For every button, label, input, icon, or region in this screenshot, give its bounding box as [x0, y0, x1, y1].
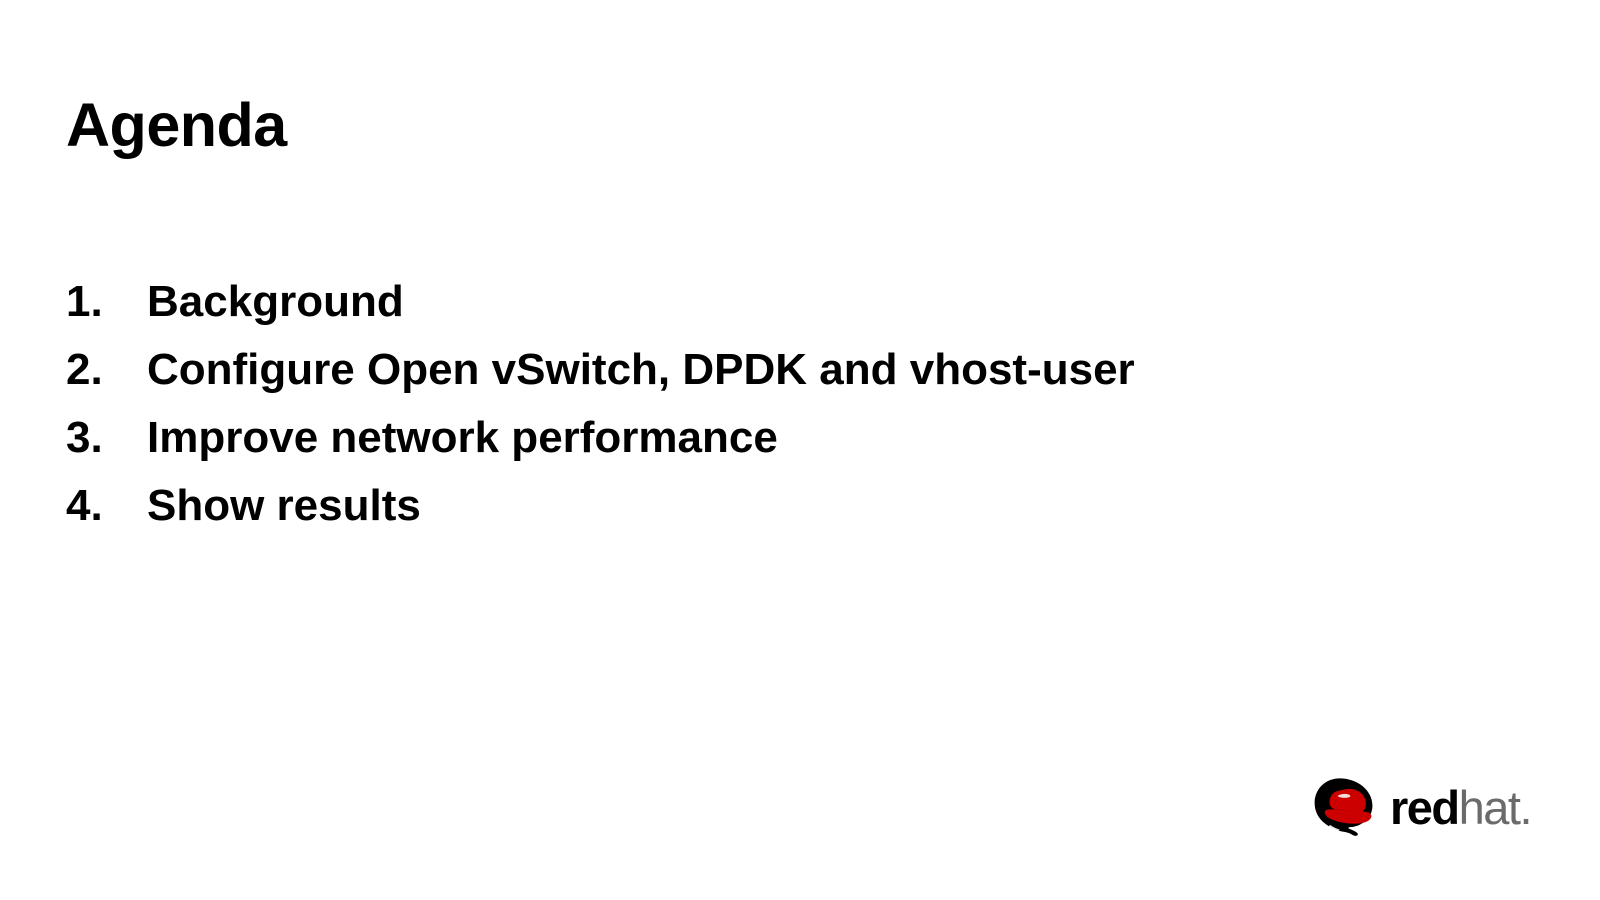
redhat-shadowman-icon [1314, 778, 1373, 836]
wordmark-dot: . [1519, 780, 1532, 834]
redhat-logo: redhat. [1312, 767, 1552, 847]
agenda-list: 1. Background 2. Configure Open vSwitch,… [66, 268, 1466, 540]
page-title: Agenda [66, 91, 287, 159]
list-item-number: 3. [66, 413, 103, 462]
list-item-number: 4. [66, 481, 103, 530]
list-item-label: Background [147, 277, 404, 326]
redhat-wordmark: redhat. [1390, 780, 1532, 834]
list-item: 2. Configure Open vSwitch, DPDK and vhos… [66, 336, 1466, 404]
wordmark-hat: hat [1458, 780, 1521, 834]
list-item: 1. Background [66, 268, 1466, 336]
list-item-label: Improve network performance [147, 413, 778, 462]
list-item-label: Show results [147, 481, 421, 530]
list-item: 3. Improve network performance [66, 404, 1466, 472]
list-item-label: Configure Open vSwitch, DPDK and vhost-u… [147, 345, 1135, 394]
list-item-number: 1. [66, 277, 103, 326]
list-item-number: 2. [66, 345, 103, 394]
wordmark-red: red [1390, 780, 1460, 834]
list-item: 4. Show results [66, 472, 1466, 540]
